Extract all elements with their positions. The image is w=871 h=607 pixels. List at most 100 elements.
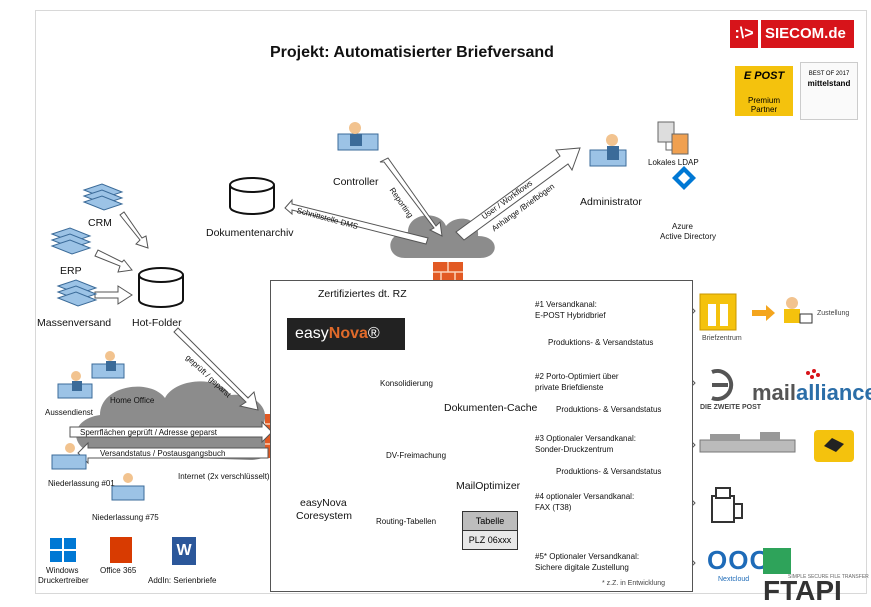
label-windows: Windows	[46, 566, 79, 575]
label-hotfolder: Hot-Folder	[132, 317, 182, 329]
workstation-nl01-icon	[51, 443, 87, 470]
arrow-user-workflows	[455, 147, 581, 241]
workstation-homeoffice-icon	[91, 351, 125, 379]
label-dokumentenarchiv: Dokumentenarchiv	[206, 227, 294, 239]
label-administrator: Administrator	[580, 196, 642, 208]
azure-icon	[672, 166, 696, 190]
label-dv: DV-Freimachung	[386, 451, 447, 460]
channel2-line1: #2 Porto-Optimiert über	[535, 372, 619, 381]
document-stack-massen-icon	[56, 279, 98, 307]
document-stack-erp-icon	[50, 227, 92, 255]
printer-line-icon	[699, 432, 796, 453]
workstation-nl75-icon	[111, 473, 145, 501]
label-arrow-status: Versandstatus / Postausgangsbuch	[100, 449, 226, 458]
label-dokumenten-cache: Dokumenten-Cache	[444, 402, 538, 414]
label-ftapi-sub: SIMPLE SECURE FILE TRANSFER	[788, 574, 869, 580]
arrow-crm	[119, 211, 149, 249]
channel3-status: Produktions- & Versandstatus	[556, 467, 662, 476]
arrow-reporting	[379, 157, 443, 237]
siecom-mark: :\>	[730, 20, 758, 48]
plz-table: Tabelle PLZ 06xxx	[462, 511, 518, 550]
label-zustellung: Zustellung	[817, 310, 850, 317]
arrow-massenversand	[94, 285, 133, 305]
ftapi-mark	[763, 547, 791, 574]
channel2-line2: private Briefdienste	[535, 383, 604, 392]
label-azure-ad: Active Directory	[660, 232, 717, 241]
channel1-line2: E-POST Hybridbrief	[535, 311, 606, 320]
easynova-nova: Nova	[328, 325, 368, 342]
channel3-line2: Sonder-Druckzentrum	[535, 445, 614, 454]
briefzentrum-icon	[699, 293, 737, 331]
arrow-hotfolder	[173, 327, 259, 411]
bestof-name: mittelstand	[807, 79, 851, 88]
channel4-line1: #4 optionaler Versandkanal:	[535, 492, 635, 501]
label-azure: Azure	[672, 222, 693, 231]
workstation-admin-icon	[589, 134, 627, 167]
label-druckertreiber: Druckertreiber	[38, 576, 89, 585]
label-mailoptimizer: MailOptimizer	[456, 480, 521, 492]
channel5-line1: #5* Optionaler Versandkanal:	[535, 552, 640, 561]
arrow-dms	[284, 198, 429, 245]
zweite-post-icon	[711, 369, 734, 401]
workstation-controller-icon	[337, 122, 379, 151]
mailalliance-mail: mail	[752, 380, 797, 405]
label-controller: Controller	[333, 176, 379, 188]
label-homeoffice: Home Office	[110, 396, 155, 405]
label-niederlassung75: Niederlassung #75	[92, 513, 159, 522]
mailalliance-logo: mailalliance	[752, 380, 871, 406]
nextcloud-logo: OOO	[707, 545, 771, 575]
channel1-line1: #1 Versandkanal:	[535, 300, 597, 309]
siecom-logo: :\> SIECOM.de	[730, 20, 854, 50]
mail-flag-icon	[814, 430, 854, 462]
easynova-logo: easyNova®	[287, 318, 405, 350]
channel5-line2: Sichere digitale Zustellung	[535, 563, 629, 572]
label-addin: AddIn: Serienbriefe	[148, 576, 217, 585]
document-stack-crm-icon	[82, 183, 124, 211]
fax-icon	[711, 487, 743, 523]
plz-table-head: Tabelle	[463, 512, 517, 531]
epost-badge-sub: Premium Partner	[747, 96, 780, 114]
mailalliance-dots-icon	[806, 369, 820, 379]
page-title: Projekt: Automatisierter Briefversand	[270, 44, 554, 61]
workstation-aussendienst-icon	[57, 371, 93, 399]
easynova-reg: ®	[367, 325, 380, 342]
channel5-footnote: * z.Z. in Entwicklung	[602, 580, 666, 587]
arrow-erp	[94, 249, 133, 273]
office365-icon	[110, 537, 132, 563]
label-internet: Internet (2x verschlüsselt)	[178, 472, 270, 481]
label-coresystem-1: easyNova	[300, 497, 347, 509]
label-rz: Zertifiziertes dt. RZ	[318, 288, 407, 300]
label-zweite-post: DIE ZWEITE POST	[700, 404, 762, 411]
cloud-internet-icon	[76, 381, 275, 460]
database-hotfolder-icon	[138, 267, 184, 308]
plz-table-row: PLZ 06xxx	[463, 531, 517, 549]
label-office: Office 365	[100, 566, 137, 575]
label-briefzentrum: Briefzentrum	[702, 335, 742, 342]
label-erp: ERP	[60, 265, 82, 277]
bestof-badge: BEST OF 2017 mittelstand	[800, 62, 858, 120]
label-crm: CRM	[88, 217, 112, 229]
mailalliance-alliance: alliance	[796, 380, 871, 405]
easynova-easy: easy	[295, 325, 329, 342]
siecom-text: SIECOM.de	[761, 20, 854, 48]
channel4-line2: FAX (T38)	[535, 503, 572, 512]
epost-badge: E POST Premium Partner	[735, 66, 793, 116]
label-massenversand: Massenversand	[37, 317, 112, 329]
label-nextcloud: Nextcloud	[718, 576, 750, 583]
channel1-status: Produktions- & Versandstatus	[548, 338, 654, 347]
channel2-status: Produktions- & Versandstatus	[556, 405, 662, 414]
label-aussendienst: Aussendienst	[45, 408, 94, 417]
database-archiv-icon	[229, 177, 275, 215]
label-niederlassung1: Niederlassung #01	[48, 479, 115, 488]
label-arrow-sperr: Sperrflächen geprüft / Adresse geparst	[80, 428, 217, 437]
postman-icon	[784, 297, 813, 324]
label-konsolidierung: Konsolidierung	[380, 379, 433, 388]
channel3-line1: #3 Optionaler Versandkanal:	[535, 434, 636, 443]
arrow-zustellung	[752, 305, 775, 321]
label-routing: Routing-Tabellen	[376, 517, 437, 526]
bestof-title: BEST OF 2017	[808, 71, 850, 77]
epost-badge-title: E POST	[743, 70, 785, 82]
label-coresystem-2: Coresystem	[296, 510, 353, 522]
arrow-sperrflaechen	[69, 420, 273, 444]
word-icon: W	[172, 537, 196, 565]
